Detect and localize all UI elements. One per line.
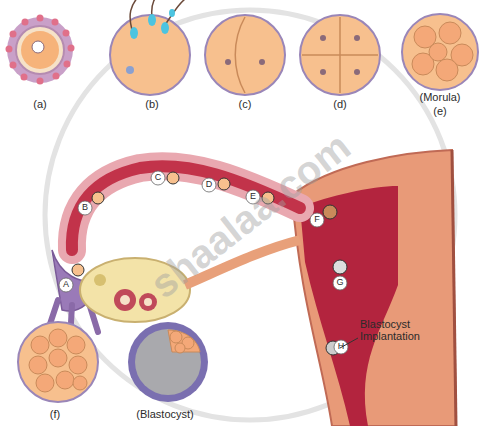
stage-letter: A: [63, 280, 69, 290]
uterus: [292, 150, 456, 426]
stage-letter: F: [314, 215, 320, 225]
stage-label: (d): [333, 98, 346, 110]
cell-mass: [18, 322, 98, 402]
stage-letter: C: [155, 173, 162, 183]
stage-label: (e): [433, 105, 446, 117]
stage-label: (a): [33, 98, 46, 110]
stage-letter: B: [82, 203, 88, 213]
stage-label: (Blastocyst): [136, 408, 193, 420]
two-cell-stage: [205, 15, 285, 95]
morula: [402, 14, 478, 90]
blastocyst: [128, 322, 208, 402]
oocyte: [6, 15, 75, 85]
stage-label: (c): [239, 98, 252, 110]
callout-label: Blastocyst Implantation: [360, 318, 440, 342]
stage-letter: H: [338, 342, 345, 352]
stage-letter: G: [336, 278, 343, 288]
stage-label: (Morula): [420, 91, 461, 103]
four-cell-stage: [300, 15, 380, 95]
stage-label: (b): [145, 98, 158, 110]
stage-letter: D: [206, 180, 213, 190]
fertilisation: [110, 0, 190, 95]
stage-label: (f): [50, 408, 60, 420]
